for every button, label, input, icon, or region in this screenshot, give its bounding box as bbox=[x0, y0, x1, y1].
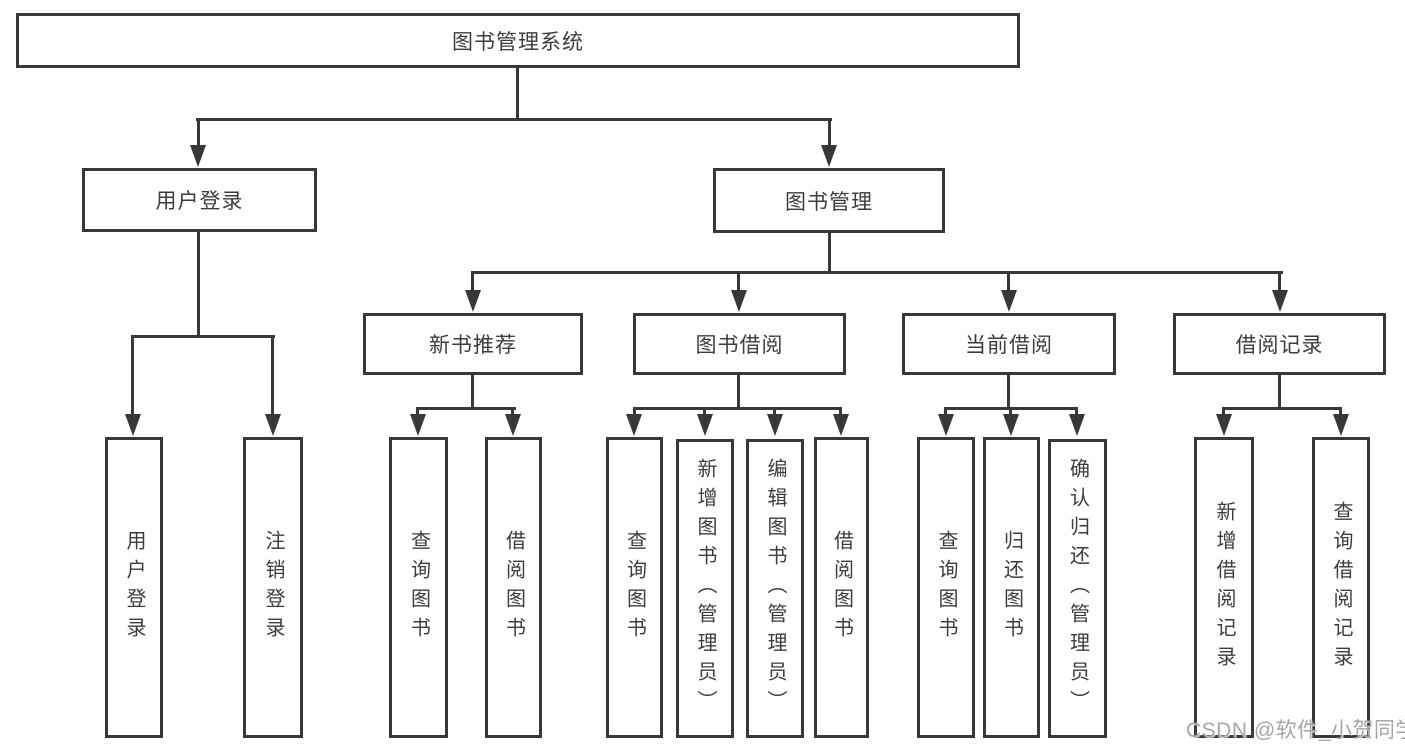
connector-line bbox=[416, 407, 516, 410]
connector-line bbox=[1007, 274, 1010, 292]
leaf-query-borrow-record-label: 查询借阅记录 bbox=[1330, 500, 1352, 675]
leaf-borrow-books-1: 借阅图书 bbox=[485, 437, 542, 738]
watermark-text: CSDN @软件_小贺同学 bbox=[1186, 719, 1405, 742]
node-borrow-records-label: 借阅记录 bbox=[1235, 334, 1324, 357]
leaf-query-books-2: 查询图书 bbox=[606, 437, 663, 738]
connector-line bbox=[131, 335, 275, 338]
connector-line bbox=[511, 410, 514, 417]
connector-line bbox=[703, 410, 706, 417]
connector-arrowhead bbox=[821, 145, 837, 167]
connector-arrowhead bbox=[938, 414, 954, 436]
connector-arrowhead bbox=[697, 414, 713, 436]
connector-line bbox=[271, 338, 274, 415]
node-user-login: 用户登录 bbox=[82, 168, 317, 232]
leaf-add-books-admin: 新增图书（管理员） bbox=[676, 439, 734, 738]
leaf-borrow-books-2-label: 借阅图书 bbox=[830, 529, 853, 646]
connector-line bbox=[944, 407, 1078, 410]
connector-line bbox=[516, 68, 519, 120]
connector-line bbox=[737, 375, 740, 409]
connector-arrowhead bbox=[1069, 414, 1085, 436]
node-borrow-records: 借阅记录 bbox=[1173, 313, 1386, 375]
node-book-management: 图书管理 bbox=[713, 168, 945, 233]
leaf-logout: 注销登录 bbox=[243, 437, 303, 738]
connector-arrowhead bbox=[833, 414, 849, 436]
connector-line bbox=[1222, 410, 1225, 417]
connector-arrowhead bbox=[265, 414, 281, 436]
node-book-management-label: 图书管理 bbox=[785, 190, 873, 214]
connector-line bbox=[1278, 375, 1281, 409]
connector-line bbox=[828, 233, 831, 274]
connector-line bbox=[471, 274, 474, 292]
connector-line bbox=[839, 410, 842, 417]
leaf-borrow-books-1-label: 借阅图书 bbox=[502, 529, 525, 646]
connector-line bbox=[633, 407, 842, 410]
leaf-query-borrow-record: 查询借阅记录 bbox=[1312, 437, 1370, 738]
leaf-return-books: 归还图书 bbox=[983, 437, 1040, 738]
connector-line bbox=[828, 121, 831, 147]
connector-arrowhead bbox=[465, 290, 481, 312]
connector-line bbox=[471, 375, 474, 409]
leaf-query-books-1-label: 查询图书 bbox=[407, 529, 430, 646]
connector-line bbox=[196, 118, 832, 121]
leaf-edit-books-admin-label: 编辑图书（管理员） bbox=[764, 458, 786, 719]
connector-line bbox=[131, 338, 134, 415]
node-root: 图书管理系统 bbox=[16, 13, 1020, 68]
connector-line bbox=[197, 121, 200, 147]
connector-line bbox=[416, 410, 419, 417]
leaf-query-books-1: 查询图书 bbox=[389, 437, 448, 738]
connector-line bbox=[737, 274, 740, 292]
connector-line bbox=[471, 271, 1283, 274]
node-current-borrow: 当前借阅 bbox=[902, 313, 1116, 375]
node-current-borrow-label: 当前借阅 bbox=[965, 334, 1053, 357]
connector-arrowhead bbox=[1272, 290, 1288, 312]
connector-arrowhead bbox=[1001, 290, 1017, 312]
leaf-add-books-admin-label: 新增图书（管理员） bbox=[694, 458, 716, 719]
leaf-confirm-return-admin: 确认归还（管理员） bbox=[1048, 439, 1107, 738]
leaf-add-borrow-record-label: 新增借阅记录 bbox=[1213, 500, 1235, 675]
connector-line bbox=[1339, 410, 1342, 417]
connector-arrowhead bbox=[731, 290, 747, 312]
leaf-borrow-books-2: 借阅图书 bbox=[814, 437, 869, 738]
leaf-query-books-3: 查询图书 bbox=[917, 437, 975, 738]
connector-arrowhead bbox=[1003, 414, 1019, 436]
connector-arrowhead bbox=[505, 414, 521, 436]
connector-line bbox=[1278, 274, 1281, 292]
connector-line bbox=[944, 410, 947, 417]
node-user-login-label: 用户登录 bbox=[155, 190, 244, 213]
leaf-query-books-3-label: 查询图书 bbox=[935, 529, 957, 646]
leaf-query-books-2-label: 查询图书 bbox=[623, 529, 646, 646]
leaf-logout-label: 注销登录 bbox=[262, 529, 284, 646]
connector-arrowhead bbox=[1216, 414, 1232, 436]
leaf-edit-books-admin: 编辑图书（管理员） bbox=[746, 439, 804, 738]
leaf-add-borrow-record: 新增借阅记录 bbox=[1194, 437, 1254, 738]
leaf-user-login-label: 用户登录 bbox=[123, 529, 145, 646]
connector-line bbox=[1007, 375, 1010, 409]
node-book-borrow: 图书借阅 bbox=[633, 313, 846, 375]
node-new-book-recommend: 新书推荐 bbox=[363, 313, 583, 375]
connector-arrowhead bbox=[125, 414, 141, 436]
connector-line bbox=[1075, 410, 1078, 417]
connector-arrowhead bbox=[410, 414, 426, 436]
connector-arrowhead bbox=[767, 414, 783, 436]
node-root-label: 图书管理系统 bbox=[452, 30, 584, 54]
connector-arrowhead bbox=[626, 414, 642, 436]
leaf-confirm-return-admin-label: 确认归还（管理员） bbox=[1066, 458, 1089, 719]
leaf-return-books-label: 归还图书 bbox=[1000, 529, 1023, 646]
node-new-book-recommend-label: 新书推荐 bbox=[429, 334, 517, 357]
connector-line bbox=[773, 410, 776, 417]
connector-arrowhead bbox=[190, 145, 206, 167]
node-book-borrow-label: 图书借阅 bbox=[695, 334, 784, 357]
connector-arrowhead bbox=[1333, 414, 1349, 436]
connector-line bbox=[1009, 410, 1012, 417]
connector-line bbox=[1222, 407, 1342, 410]
connector-line bbox=[197, 232, 200, 338]
leaf-user-login: 用户登录 bbox=[105, 437, 163, 738]
connector-line bbox=[633, 410, 636, 417]
